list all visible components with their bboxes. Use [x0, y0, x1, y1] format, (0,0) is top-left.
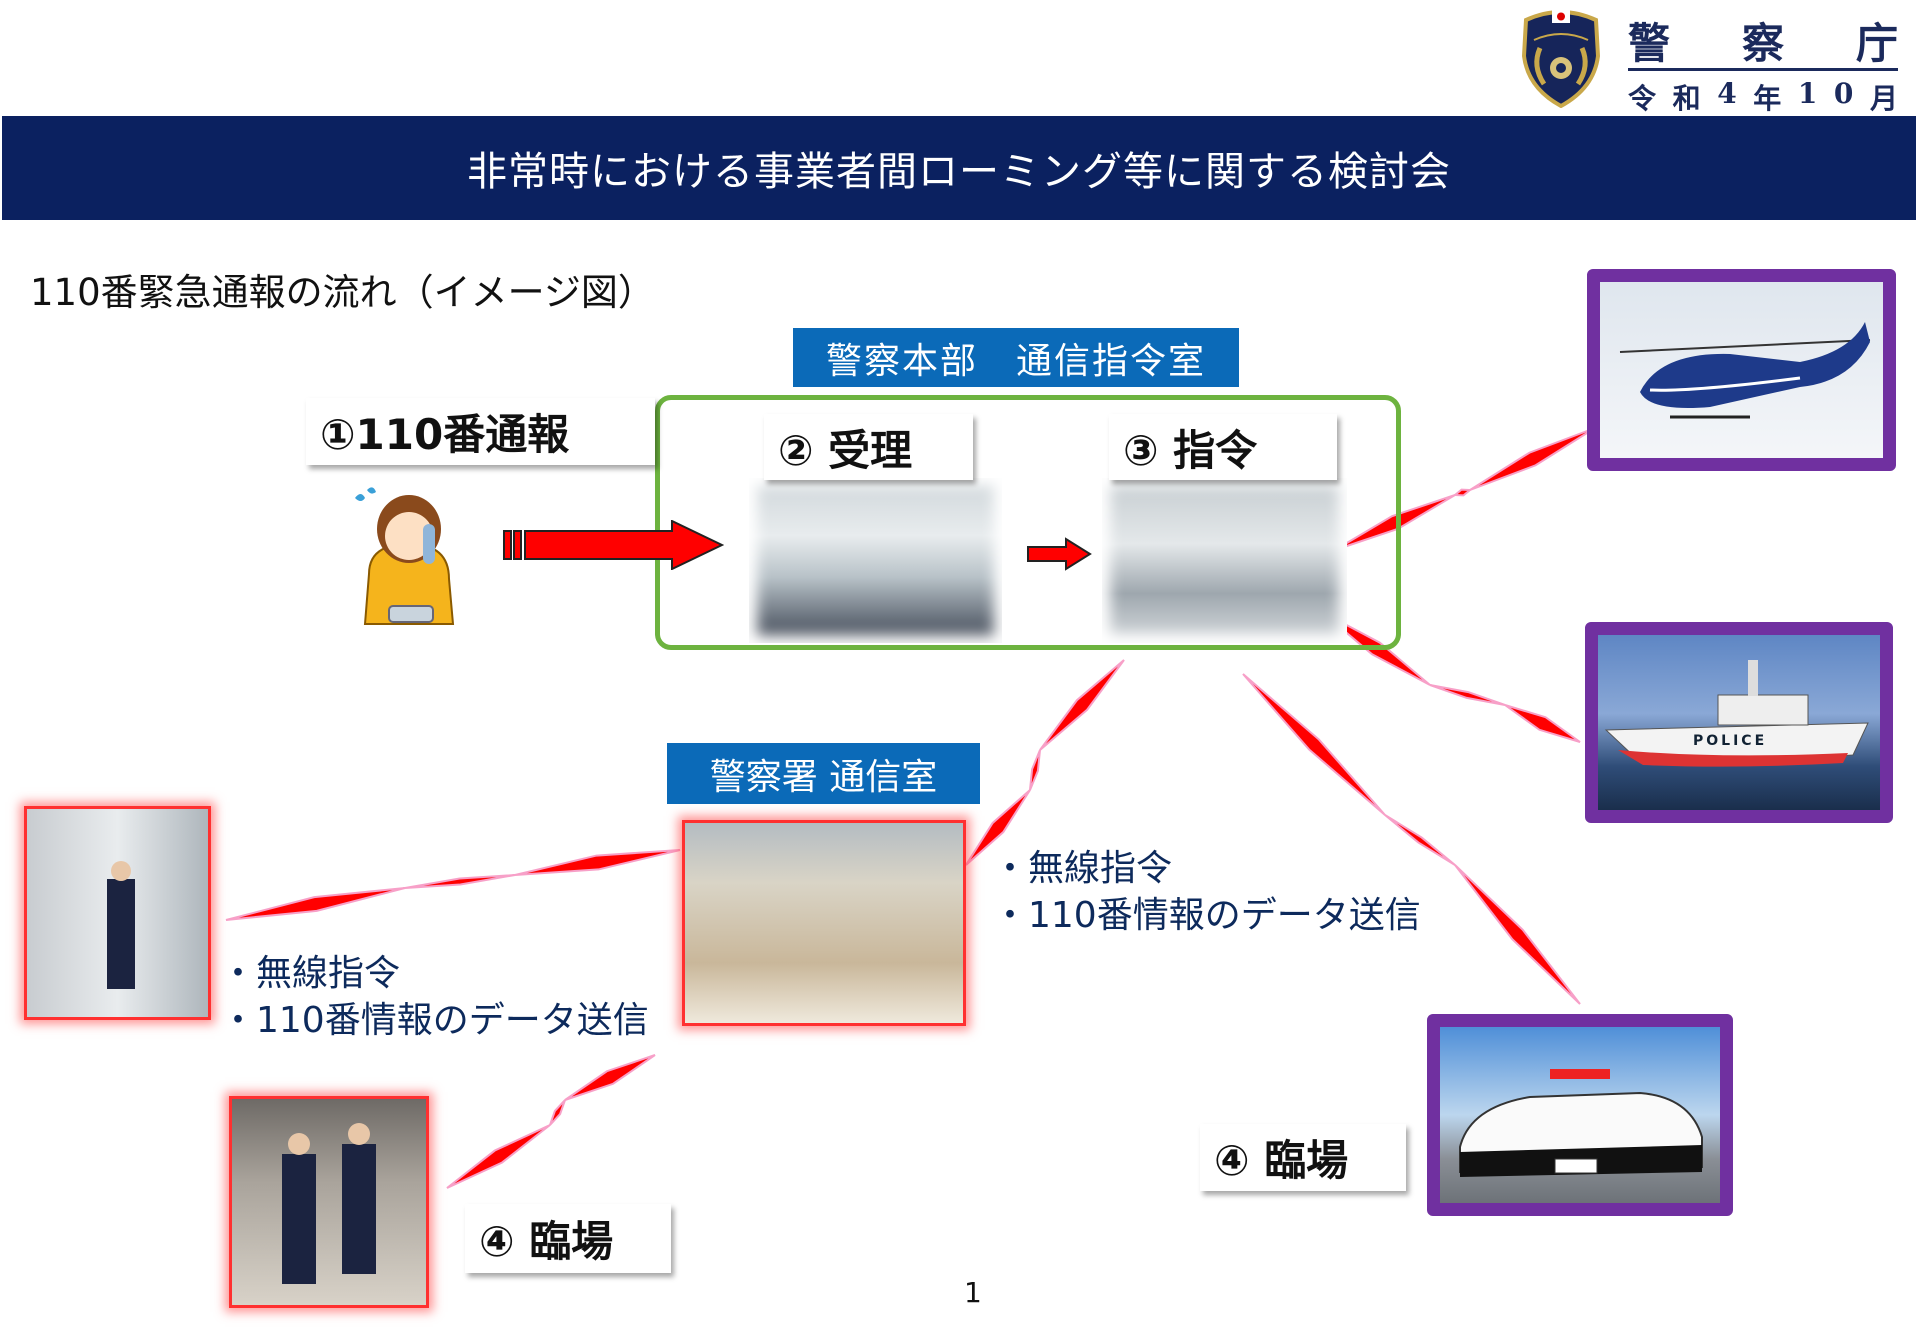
date-char: 年	[1753, 82, 1782, 115]
bolt-segment	[1452, 488, 1473, 497]
flow-arrow-icon	[1026, 537, 1092, 571]
bolt-segment	[1429, 684, 1506, 706]
boat-police-text: POLICE	[1693, 733, 1767, 749]
bolt-segment	[404, 874, 516, 889]
page-title: 非常時における事業者間ローミング等に関する検討会	[467, 149, 1451, 195]
agency-block: 警 察 庁 令 和 4 年 1 0 月	[1628, 10, 1898, 117]
bolt-segment	[1454, 864, 1581, 1005]
page-number: 1	[964, 1276, 982, 1309]
hq-command-room-label: 警察本部 通信指令室	[793, 328, 1239, 387]
bolt-segment	[225, 887, 406, 921]
patrol-officers-photo	[229, 1096, 429, 1308]
header-bar: 非常時における事業者間ローミング等に関する検討会	[2, 116, 1916, 220]
bolt-segment	[514, 849, 681, 876]
step-dispatch-label-right: ④ 臨場	[1200, 1124, 1406, 1191]
dispatch-operator-photo	[1102, 478, 1347, 643]
list-item: ・110番情報のデータ送信	[992, 895, 1421, 936]
station-comm-room-label: 警察署 通信室	[667, 743, 980, 804]
police-boat-photo: POLICE	[1585, 622, 1893, 823]
koban-officer-photo	[24, 806, 211, 1020]
date-char: 和	[1672, 82, 1701, 115]
bolt-to-patrol-car	[1242, 673, 1581, 1005]
date-char: 4	[1717, 77, 1737, 110]
bolt-segment	[1504, 704, 1581, 743]
hq-command-room-box	[655, 395, 1401, 650]
list-item: ・無線指令	[992, 848, 1173, 889]
date-char: 月	[1869, 82, 1898, 115]
bolt-segment	[1039, 659, 1125, 751]
agency-name: 警 察 庁	[1628, 10, 1898, 68]
bolt-segment	[1242, 673, 1386, 816]
station-actions-list: ・無線指令 ・110番情報のデータ送信	[220, 950, 649, 1044]
bolt-segment	[446, 1124, 551, 1189]
bolt-segment	[564, 1054, 656, 1101]
police-car-photo	[1427, 1014, 1733, 1216]
agency-char: 警	[1628, 19, 1671, 68]
agency-char: 庁	[1855, 19, 1898, 68]
date-char: 令	[1628, 82, 1657, 115]
slide-subtitle: 110番緊急通報の流れ（イメージ図）	[30, 271, 655, 314]
document-date: 令 和 4 年 1 0 月	[1628, 77, 1898, 117]
date-char: 1	[1797, 77, 1818, 110]
station-operator-photo	[682, 820, 966, 1026]
bolt-segment	[549, 1099, 566, 1126]
bolt-segment	[1029, 749, 1041, 791]
call-arrow-icon	[502, 519, 725, 571]
caller-girl-illustration	[349, 484, 471, 631]
agency-char: 察	[1741, 19, 1784, 68]
step-dispatch-label-left: ④ 臨場	[465, 1204, 671, 1273]
divider	[1628, 68, 1898, 71]
list-item: ・無線指令	[220, 953, 401, 994]
hq-actions-list: ・無線指令 ・110番情報のデータ送信	[992, 845, 1421, 939]
step-command-label: ③ 指令	[1109, 414, 1337, 480]
reception-operators-photo	[749, 478, 1002, 643]
bolt-to-patrol-officers	[446, 1054, 656, 1189]
list-item: ・110番情報のデータ送信	[220, 1000, 649, 1041]
police-helicopter-photo	[1587, 269, 1896, 471]
step-110-call-label: ①110番通報	[306, 398, 655, 465]
police-emblem-logo	[1518, 6, 1604, 109]
bolt-segment	[1469, 427, 1596, 491]
bolt-to-station	[965, 659, 1125, 866]
date-char: 0	[1833, 77, 1854, 110]
bolt-to-koban	[225, 849, 681, 921]
step-receive-label: ② 受理	[764, 414, 973, 480]
